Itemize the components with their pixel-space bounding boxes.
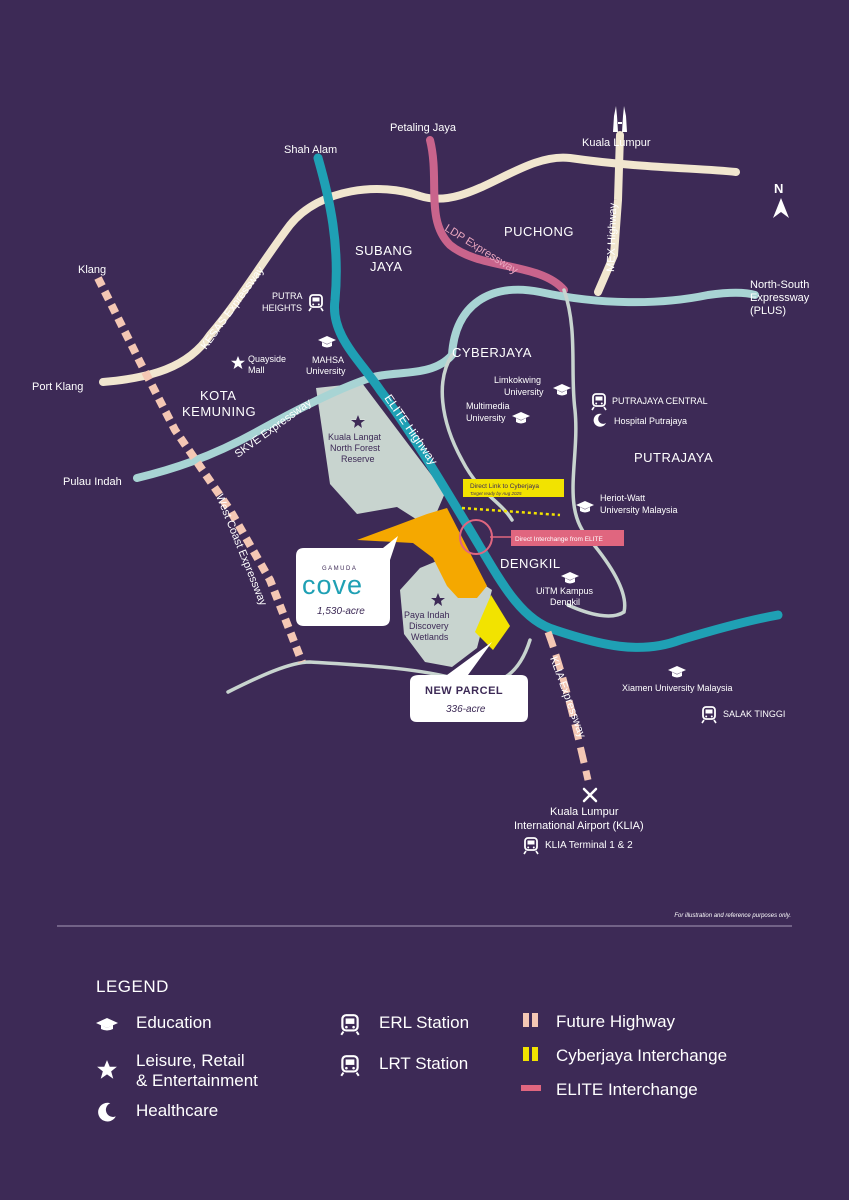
compass: N [773,181,789,218]
poi-quayside-line2: Mall [248,365,265,375]
new-parcel-label: NEW PARCEL [425,685,503,697]
place-dengkil: DENGKIL [500,556,561,571]
poi-paya-indah-line3: Wetlands [411,632,449,642]
place-kota-kemuning-line2: KEMUNING [182,404,256,419]
poi-putra-heights-line2: HEIGHTS [262,303,302,313]
poi-xiamen: Xiamen University Malaysia [622,683,733,693]
new-parcel-land [475,595,510,650]
cyberjaya-interchange-link [461,506,561,517]
place-port-klang: Port Klang [32,381,83,393]
place-petaling-jaya: Petaling Jaya [390,122,457,134]
elite-interchange-callout: Direct Interchange from ELITE [511,530,624,546]
hospital-moon-icon [593,413,606,427]
place-putrajaya: PUTRAJAYA [634,450,713,465]
poi-heriot-line1: Heriot-Watt [600,493,646,503]
place-klang: Klang [78,264,106,276]
heriot-education-icon [576,501,594,513]
kesas-expressway-road [99,153,740,386]
poi-mahsa-line2: University [306,366,346,376]
poi-putrajaya-central: PUTRAJAYA CENTRAL [612,396,708,406]
mahsa-education-icon [318,336,336,348]
place-north-south-line2: Expressway [750,292,810,304]
place-cyberjaya: CYBERJAYA [452,345,532,360]
quayside-star-icon [231,356,245,369]
place-north-south-line3: (PLUS) [750,305,786,317]
place-north-south-line1: North-South [750,279,809,291]
poi-paya-indah-line2: Discovery [409,621,449,631]
place-pulau-indah: Pulau Indah [63,476,122,488]
gamuda-brand-label: GAMUDA [322,566,357,572]
poi-limkokwing-line2: University [504,387,544,397]
north-south-expressway-road [133,285,759,482]
poi-putra-heights-line1: PUTRA [272,291,303,301]
putrajaya-central-erl-icon [591,393,607,411]
direct-link-label: Direct Link to Cyberjaya [470,483,539,490]
uitm-education-icon [561,572,579,584]
kl-tower-icon [613,106,627,132]
mex-highway-road [594,131,624,296]
poi-mahsa-line1: MAHSA [312,355,344,365]
airport-icon [582,787,598,803]
klia-expressway-road [544,630,592,781]
west-coast-expressway-road [94,276,306,664]
disclaimer: For illustration and reference purposes … [674,913,791,919]
poi-paya-indah-line1: Paya Indah [404,610,450,620]
new-parcel-callout: NEW PARCEL 336-acre [410,642,528,722]
gamuda-cove-area: 1,530-acre [317,606,365,617]
klia-terminal-erl-icon [523,837,539,855]
poi-mmu-line2: University [466,413,506,423]
place-puchong: PUCHONG [504,224,574,239]
elite-highway-road [313,153,783,652]
place-subang-jaya-line1: SUBANG [355,243,413,258]
poi-mmu-line1: Multimedia [466,401,510,411]
poi-kuala-langat-line3: Reserve [341,454,375,464]
west-coast-road-label: West Coast Expressway [213,493,269,608]
poi-quayside-line1: Quayside [248,354,286,364]
kuala-langat-forest-reserve [316,383,445,528]
poi-heriot-line2: University Malaysia [600,505,678,515]
poi-klia-terminal: KLIA Terminal 1 & 2 [545,840,633,851]
poi-uitm-line2: Dengkil [550,597,580,607]
kesas-road-label: KESAS Expressway [199,264,267,352]
place-klia-line2: International Airport (KLIA) [514,820,644,832]
mmu-education-icon [512,412,530,424]
north-arrow-icon [773,198,789,218]
cyberjaya-ring-road [440,288,627,618]
ldp-expressway-road [426,136,568,294]
poi-uitm-line1: UiTM Kampus [536,586,594,596]
new-parcel-area: 336-acre [446,704,486,715]
elite-interchange-label: Direct Interchange from ELITE [515,536,603,543]
mex-road-label: MEX Highway [605,202,619,272]
klia-road-label: KLIA Expressway [547,655,588,740]
place-subang-jaya-line2: JAYA [370,259,403,274]
compass-label: N [774,181,783,196]
xiamen-education-icon [668,666,686,678]
salak-tinggi-erl-icon [701,706,717,724]
place-kota-kemuning-line1: KOTA [200,388,236,403]
gamuda-cove-logo: cove [302,570,363,600]
poi-salak-tinggi: SALAK TINGGI [723,709,785,719]
poi-limkokwing-line1: Limkokwing [494,375,541,385]
poi-kuala-langat-line1: Kuala Langat [328,432,382,442]
limkokwing-education-icon [553,384,571,396]
place-klia-line1: Kuala Lumpur [550,806,619,818]
paya-indah-star-icon [431,593,445,606]
poi-hospital-putrajaya: Hospital Putrajaya [614,416,687,426]
place-shah-alam: Shah Alam [284,144,337,156]
poi-kuala-langat-line2: North Forest [330,443,381,453]
gamuda-cove-land [357,508,487,598]
putra-heights-lrt-icon [308,294,324,312]
direct-link-callout: Direct Link to Cyberjaya Target ready by… [463,479,564,497]
direct-link-sublabel: Target ready by Aug 2025 [470,491,522,496]
place-kuala-lumpur: Kuala Lumpur [582,137,651,149]
gamuda-cove-callout: GAMUDA cove 1,530-acre [296,536,398,626]
